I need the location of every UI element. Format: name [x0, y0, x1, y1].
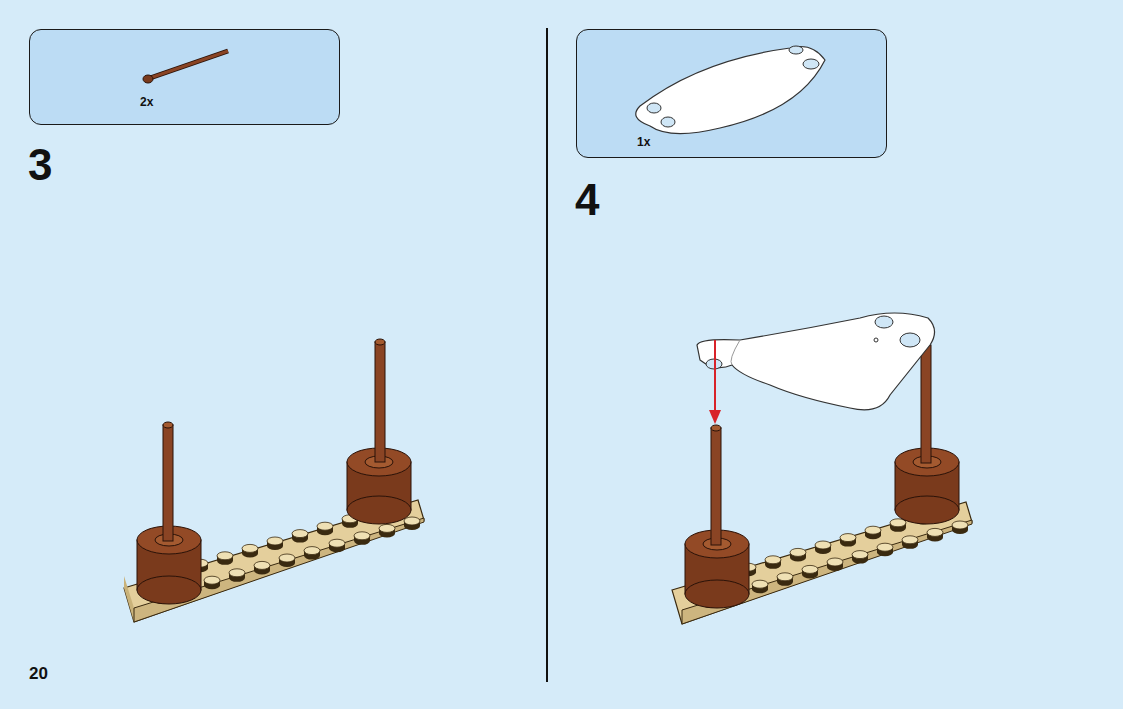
white-cloth-part [636, 46, 825, 134]
part-quantity: 2x [140, 95, 153, 109]
step-4-model [672, 313, 972, 624]
parts-callout: 1x [576, 29, 887, 158]
parts-callout: 2x [29, 29, 340, 125]
page-number: 20 [29, 665, 48, 682]
brown-bar-part [143, 51, 228, 83]
step-3-model [124, 339, 424, 622]
step-number: 4 [575, 178, 599, 222]
part-quantity: 1x [637, 135, 650, 149]
step-number: 3 [28, 143, 52, 187]
divider-line [546, 28, 548, 682]
